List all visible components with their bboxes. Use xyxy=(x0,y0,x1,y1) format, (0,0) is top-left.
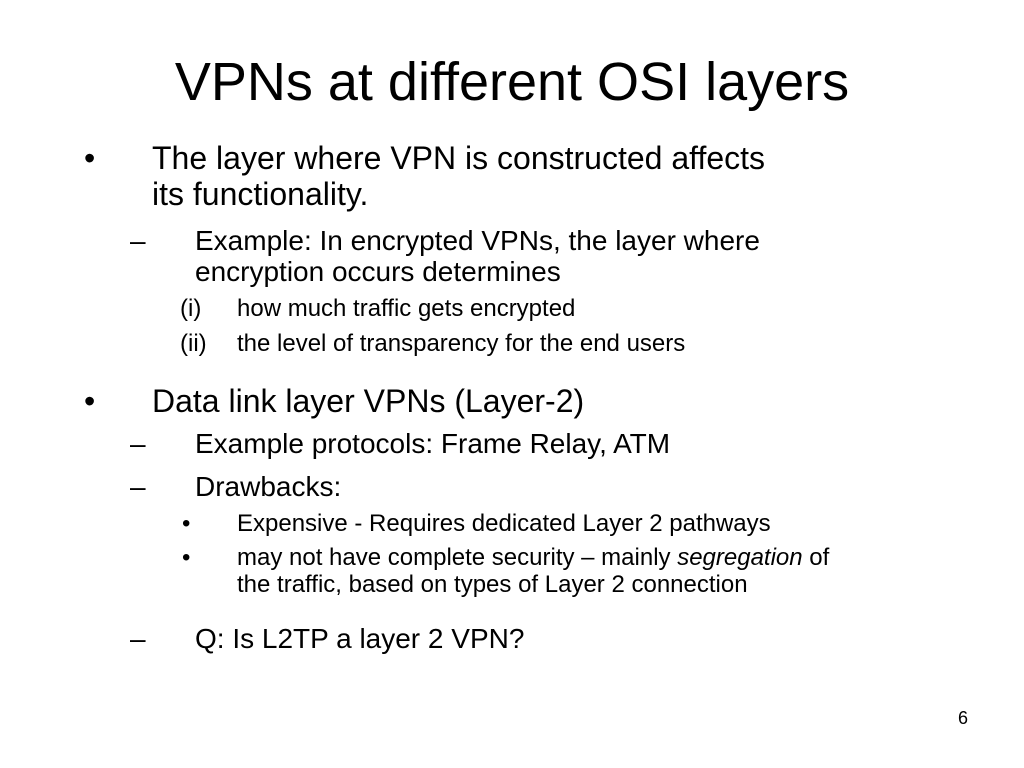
list-item-text-start: may not have complete security – mainly xyxy=(237,544,678,571)
list-item-text: may not have complete security – mainly … xyxy=(237,543,829,573)
list-marker-ii: (ii) xyxy=(180,330,207,357)
sub-bullet-text: Q: Is L2TP a layer 2 VPN? xyxy=(195,623,525,654)
sub-bullet-text: Example: In encrypted VPNs, the layer wh… xyxy=(195,225,760,256)
bullet-marker: • xyxy=(84,140,96,176)
list-bullet-marker: • xyxy=(182,544,191,571)
list-bullet-marker: • xyxy=(182,510,191,537)
sub-bullet-text: Example protocols: Frame Relay, ATM xyxy=(195,428,671,459)
slide-title: VPNs at different OSI layers xyxy=(174,52,850,112)
sub-bullet-marker: – xyxy=(130,623,146,654)
page-number: 6 xyxy=(957,708,968,728)
emphasized-word: segregation xyxy=(677,544,803,571)
list-item-text-continued: the traffic, based on types of Layer 2 c… xyxy=(237,571,748,598)
bullet-marker: • xyxy=(84,383,96,419)
list-item-text: how much traffic gets encrypted xyxy=(237,295,576,322)
bullet-text-continued: its functionality. xyxy=(152,176,369,212)
list-item-text: the level of transparency for the end us… xyxy=(237,330,686,357)
list-marker-i: (i) xyxy=(180,295,202,322)
sub-bullet-marker: – xyxy=(130,428,146,459)
sub-bullet-text-continued: encryption occurs determines xyxy=(195,256,561,287)
sub-bullet-text: Drawbacks: xyxy=(195,471,342,502)
list-item-text-end: of xyxy=(802,544,830,571)
sub-bullet-marker: – xyxy=(130,225,146,256)
bullet-text: Data link layer VPNs (Layer-2) xyxy=(152,383,585,419)
list-item-text: Expensive - Requires dedicated Layer 2 p… xyxy=(237,510,771,537)
sub-bullet-marker: – xyxy=(130,471,146,502)
bullet-text: The layer where VPN is constructed affec… xyxy=(152,140,766,176)
